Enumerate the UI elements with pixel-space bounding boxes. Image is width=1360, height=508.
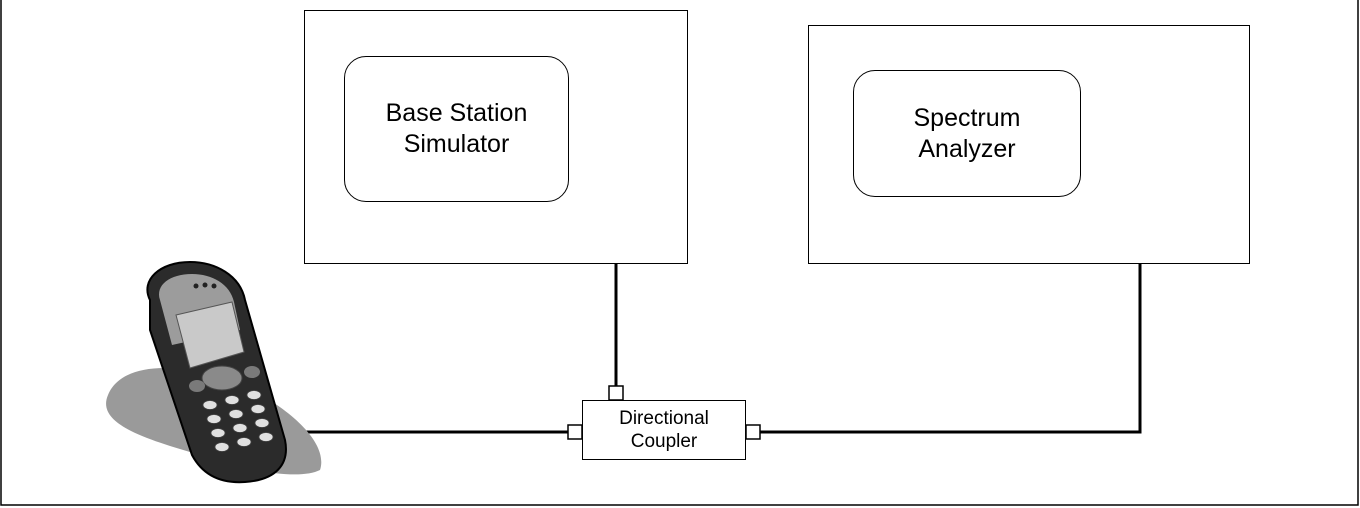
cable-sa-coupler [760, 242, 1142, 434]
directional-coupler-box: Directional Coupler [582, 400, 746, 460]
mobile-phone-icon [106, 260, 322, 484]
spectrum-analyzer-label: Spectrum Analyzer [913, 103, 1021, 163]
base-station-simulator-label: Base Station Simulator [385, 99, 528, 158]
spectrum-analyzer-screen: Spectrum Analyzer [853, 70, 1081, 197]
coupler-port-right [745, 424, 761, 440]
base-station-simulator-screen: Base Station Simulator [344, 56, 569, 202]
coupler-port-left [567, 424, 583, 440]
coupler-port-top [608, 385, 624, 401]
directional-coupler-label: Directional Coupler [619, 408, 709, 452]
